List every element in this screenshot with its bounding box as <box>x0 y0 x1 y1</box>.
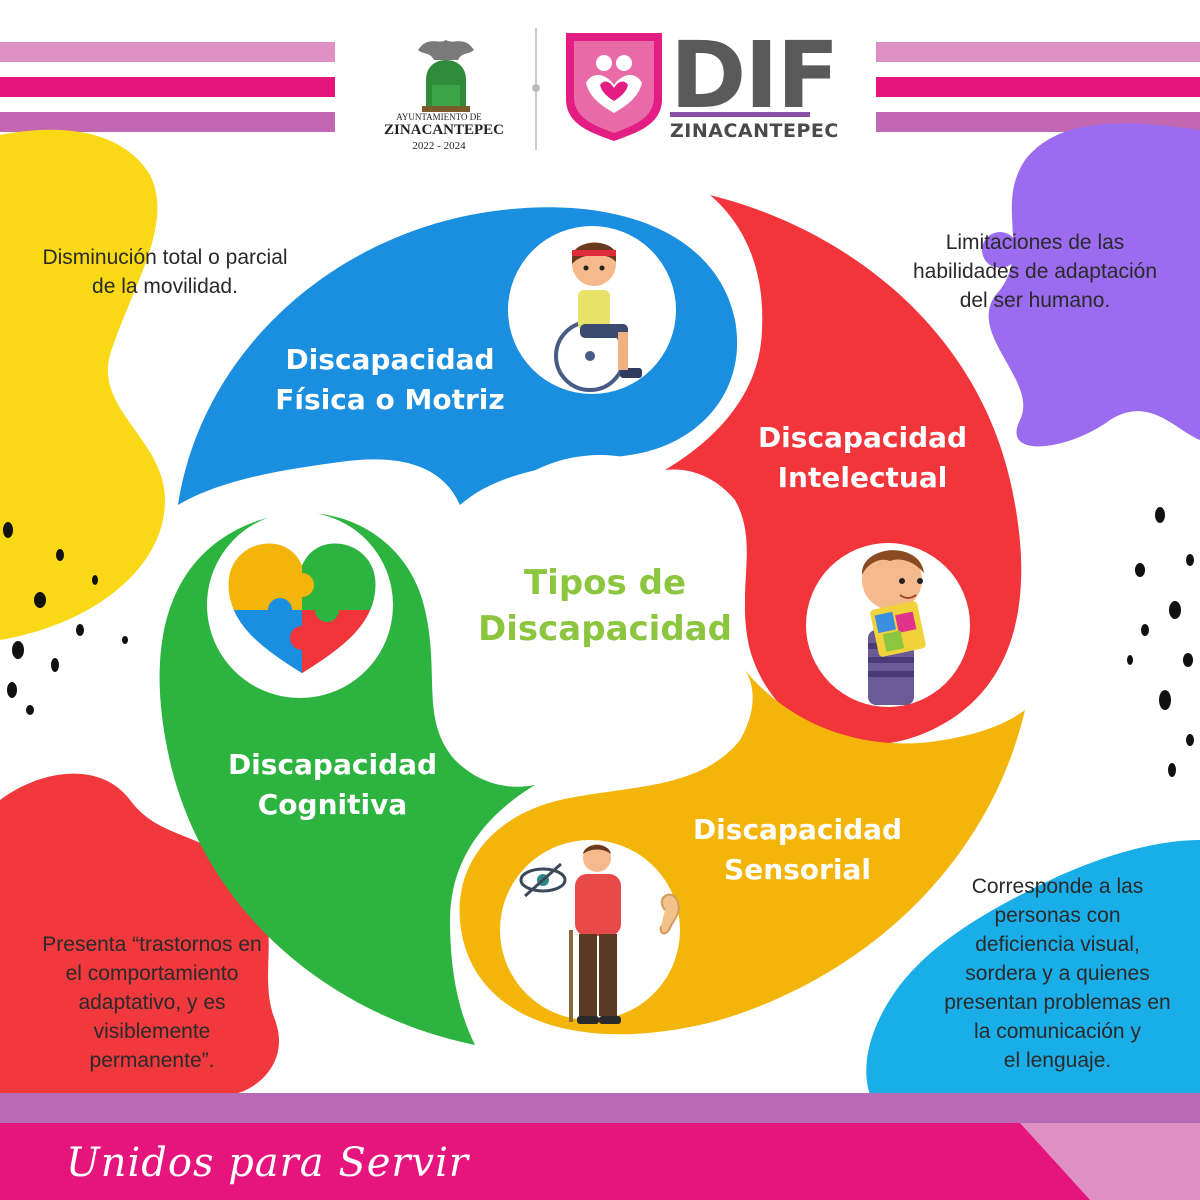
description-sensorial-line: sordera y a quienes <box>965 962 1150 985</box>
description-sensorial-line: el lenguaje. <box>1003 1049 1112 1072</box>
label-sensorial-line1: Discapacidad <box>692 813 903 846</box>
municipality-name: ZINACANTEPEC <box>384 122 505 138</box>
description-sensorial-line: personas con <box>994 904 1121 927</box>
center-title-line2: Discapacidad <box>478 609 732 649</box>
dif-logo-text: DIF <box>670 22 839 129</box>
boy-with-puzzle-icon <box>861 550 926 705</box>
wheelchair-boy-icon <box>554 242 642 392</box>
description-intelectual: Limitaciones de las habilidades de adapt… <box>885 228 1185 315</box>
header-stripe-right-top <box>876 42 1200 62</box>
description-cognitiva-line: el comportamiento <box>65 962 239 985</box>
cyan-blob <box>866 840 1200 1095</box>
yellow-blob <box>0 129 165 640</box>
description-sensorial: Corresponde a las personas con deficienc… <box>915 872 1200 1075</box>
description-cognitiva-line: permanente”. <box>89 1049 215 1072</box>
label-cognitiva: Discapacidad Cognitiva <box>190 745 475 825</box>
center-title-line1: Tipos de <box>523 563 686 603</box>
description-cognitiva-line: Presenta “trastornos en <box>42 933 262 956</box>
label-cognitiva-line1: Discapacidad <box>227 748 438 781</box>
description-sensorial-line: presentan problemas en <box>944 991 1171 1014</box>
label-fisica-line2: Física o Motriz <box>275 383 505 416</box>
black-speckles-left <box>3 522 128 715</box>
footer-band-purple <box>0 1093 1200 1123</box>
label-cognitiva-line2: Cognitiva <box>257 788 408 821</box>
footer-band-magenta <box>0 1123 1200 1200</box>
description-sensorial-line: Corresponde a las <box>971 875 1144 898</box>
label-sensorial: Discapacidad Sensorial <box>655 810 940 890</box>
dif-logo-underline <box>670 112 810 117</box>
description-fisica-line: de la movilidad. <box>92 275 238 298</box>
dif-shield-icon <box>566 33 662 141</box>
label-sensorial-line2: Sensorial <box>724 853 871 886</box>
description-cognitiva-line: adaptativo, y es <box>78 991 226 1014</box>
header-stripe-right-mid <box>876 77 1200 97</box>
purple-splash-drop <box>982 232 1018 268</box>
footer-slogan: Unidos para Servir <box>66 1140 470 1186</box>
municipality-label: AYUNTAMIENTO DE <box>396 112 482 122</box>
center-circle <box>455 455 745 745</box>
header-divider <box>532 28 540 150</box>
dif-logo-subtitle: ZINACANTEPEC <box>670 120 839 142</box>
description-cognitiva-line: visiblemente <box>93 1020 211 1043</box>
description-intelectual-line: habilidades de adaptación <box>912 260 1158 283</box>
footer-accent <box>1020 1123 1200 1200</box>
header-stripe-left-top <box>0 42 335 62</box>
label-intelectual: Discapacidad Intelectual <box>720 418 1005 498</box>
municipality-period: 2022 - 2024 <box>412 140 466 152</box>
puzzle-heart-icon <box>225 540 379 677</box>
elderly-man-eye-ear-icon <box>519 844 680 1024</box>
black-speckles-right <box>1127 507 1194 777</box>
description-fisica-motriz: Disminución total o parcial de la movili… <box>15 243 315 301</box>
description-fisica-line: Disminución total o parcial <box>42 246 288 269</box>
purple-splash <box>988 123 1200 447</box>
municipality-crest-icon <box>418 40 474 112</box>
description-intelectual-line: Limitaciones de las <box>945 231 1125 254</box>
center-title: Tipos de Discapacidad <box>460 560 750 652</box>
label-intelectual-line2: Intelectual <box>777 461 948 494</box>
label-intelectual-line1: Discapacidad <box>757 421 968 454</box>
description-sensorial-line: deficiencia visual, <box>975 933 1140 956</box>
header-stripe-left-mid <box>0 77 335 97</box>
description-sensorial-line: la comunicación y <box>974 1020 1141 1043</box>
header-stripe-left-bottom <box>0 112 335 132</box>
description-cognitiva: Presenta “trastornos en el comportamient… <box>12 930 292 1075</box>
description-intelectual-line: del ser humano. <box>959 289 1111 312</box>
label-fisica-motriz: Discapacidad Física o Motriz <box>245 340 535 420</box>
label-fisica-line1: Discapacidad <box>285 343 495 376</box>
